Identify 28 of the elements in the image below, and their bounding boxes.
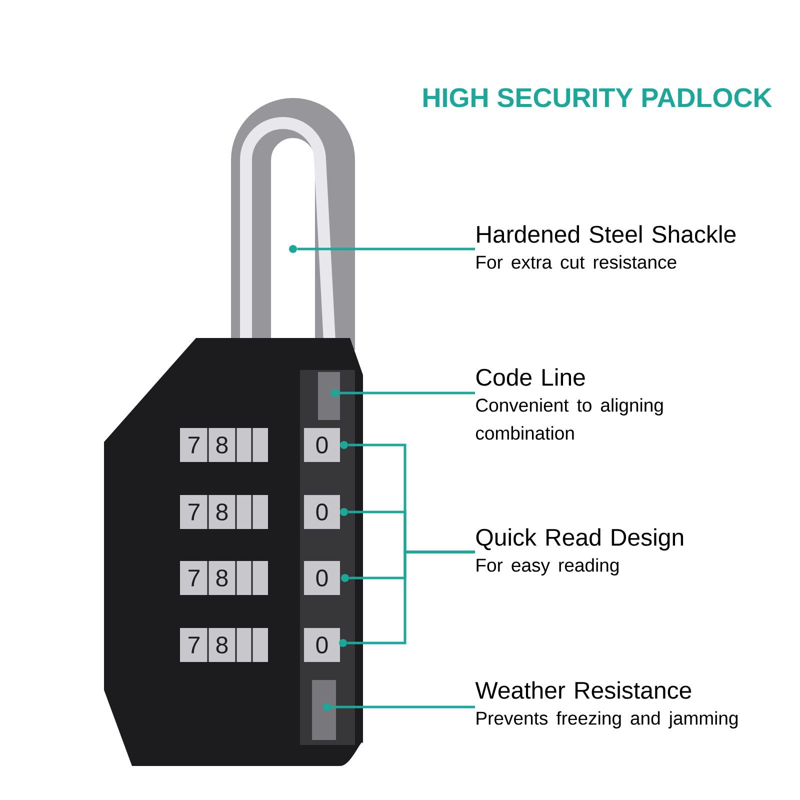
leader-dot — [323, 703, 331, 711]
dial-digit: 8 — [216, 636, 228, 654]
leader-line — [297, 248, 475, 250]
leader-dot — [331, 389, 339, 397]
dial-digit: 8 — [216, 504, 228, 520]
callout-text: Code Line Convenient to aligning combination — [476, 368, 663, 440]
dial-digit: 0 — [316, 636, 328, 654]
leader-dot — [340, 441, 348, 449]
leader-line — [339, 392, 475, 394]
callout-text: Quick Read Design For easy reading — [476, 528, 684, 576]
dial-digit: 0 — [316, 570, 328, 586]
leader-dot — [289, 245, 297, 253]
title: HIGH SECURITY PADLOCK — [424, 88, 772, 108]
dial-digit: 0 — [316, 436, 328, 454]
dial-digit: 0 — [316, 504, 328, 520]
leader-dot — [340, 508, 348, 516]
dial-digit: 7 — [188, 570, 200, 586]
dial-digit: 8 — [216, 570, 228, 586]
dial-digit: 7 — [188, 436, 200, 454]
dial-digit: 7 — [188, 636, 200, 654]
leader-line — [331, 706, 475, 708]
leader-dot — [341, 574, 349, 582]
dial-digit: 8 — [216, 436, 228, 454]
dial-digit: 7 — [188, 504, 200, 520]
callout-text: Weather Resistance Prevents freezing and jamming — [475, 681, 738, 728]
leader-line — [347, 550, 475, 644]
leader-dot — [339, 639, 347, 647]
callout-text: Hardened Steel Shackle For extra cut resistance — [476, 225, 736, 269]
